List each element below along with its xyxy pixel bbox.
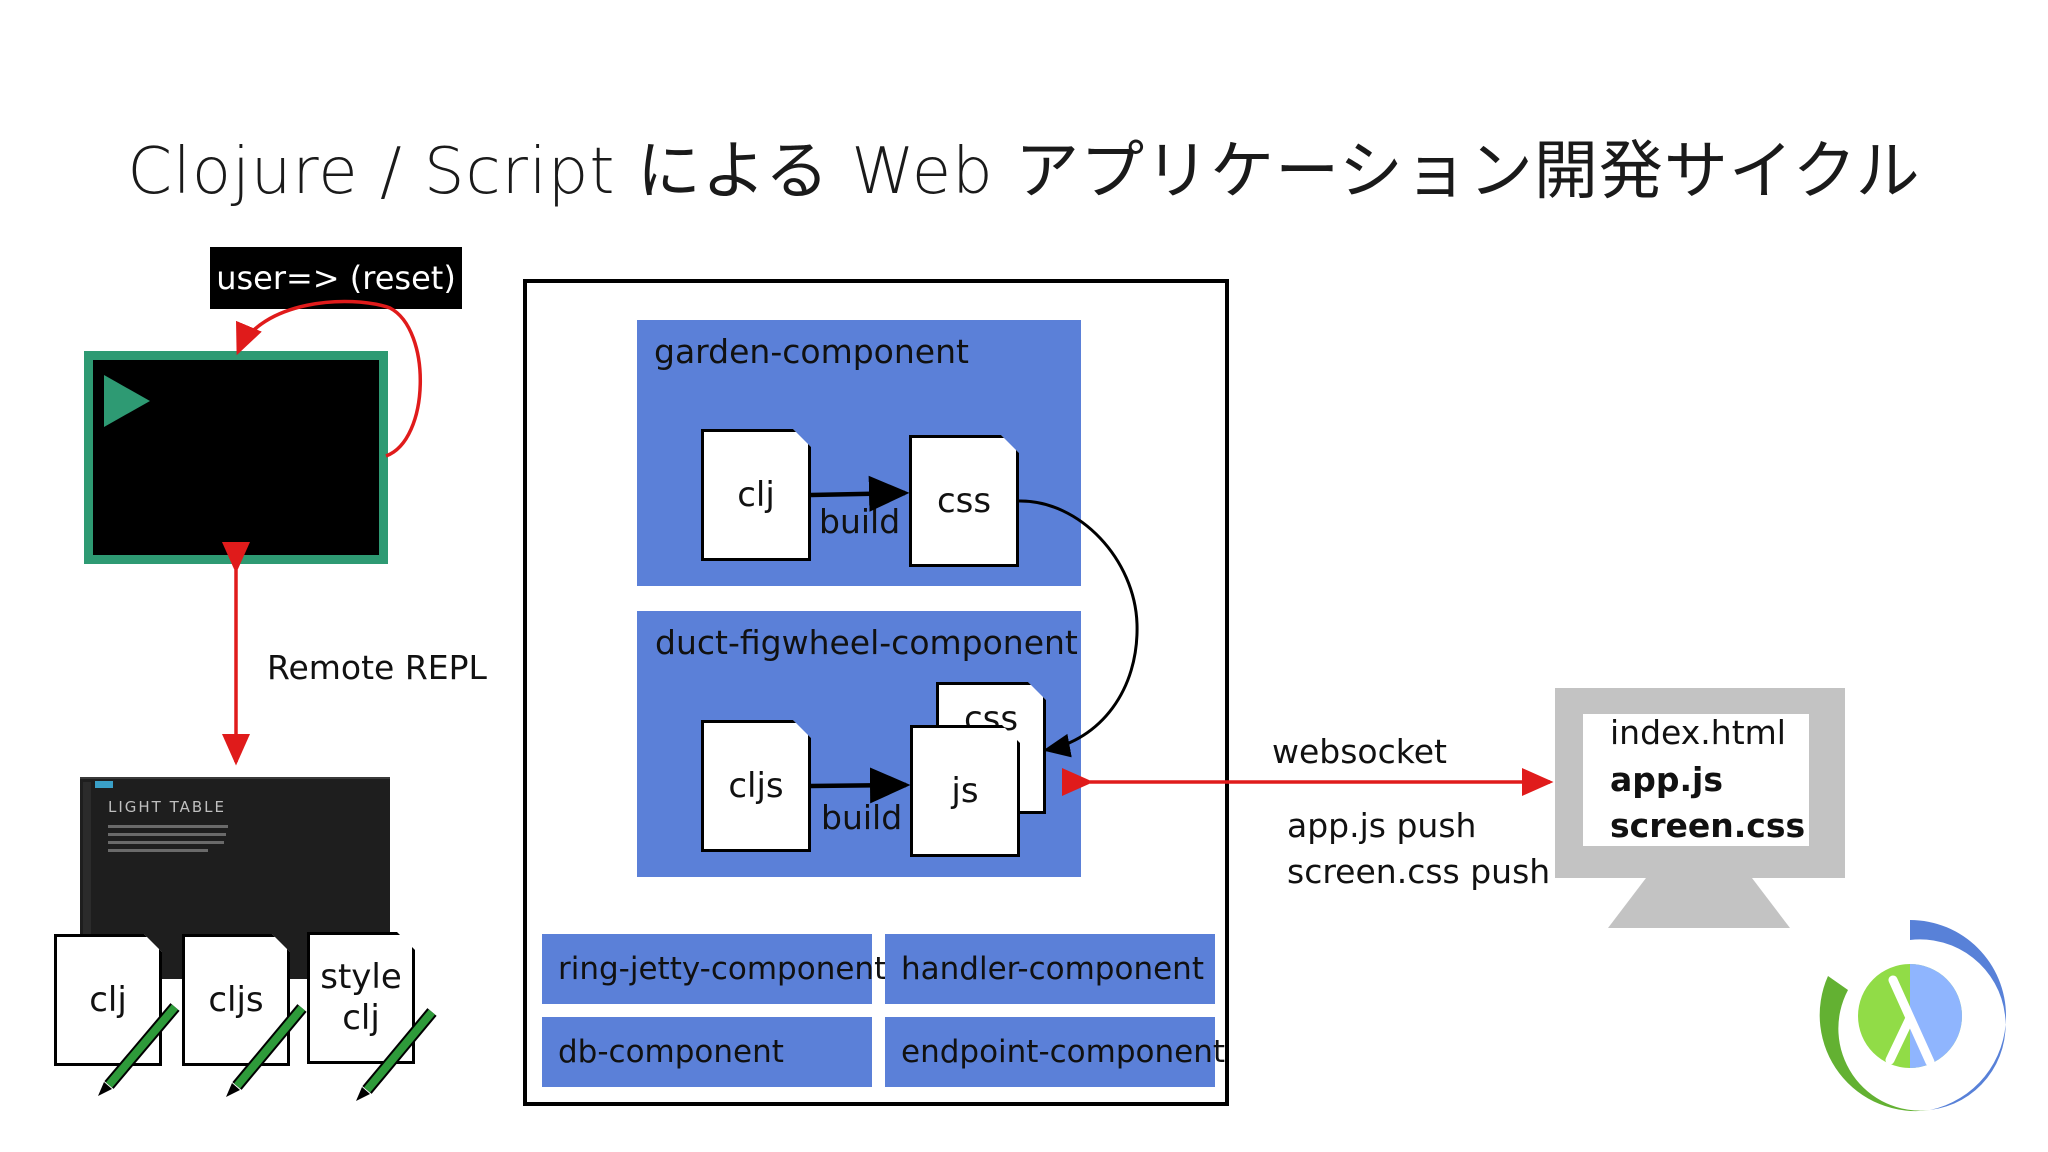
figwheel-js-doc: js <box>910 725 1020 857</box>
ring-jetty-component: ring-jetty-component <box>542 934 886 1004</box>
figwheel-build-label: build <box>821 798 903 837</box>
garden-component-label: garden-component <box>654 332 969 371</box>
repl-command: user=> (reset) <box>210 247 462 309</box>
browser-file-js: app.js <box>1610 760 1724 799</box>
browser-file-css: screen.css <box>1610 806 1806 845</box>
editor-file-style-clj: style clj <box>307 932 415 1064</box>
light-table-logo: LIGHT TABLE <box>108 798 226 816</box>
garden-source-doc: clj <box>701 429 811 561</box>
play-icon <box>104 375 150 427</box>
figwheel-component-label: duct-figwheel-component <box>655 623 1078 662</box>
figwheel-source-doc: cljs <box>701 720 811 852</box>
file-label: style <box>320 957 402 998</box>
editor-text-line <box>108 825 228 828</box>
light-table-sidebar <box>83 782 91 942</box>
pencil-icon <box>356 1008 437 1101</box>
monitor-stand <box>1608 878 1790 928</box>
file-label: cljs <box>208 979 264 1020</box>
pencil-icon <box>98 1003 180 1096</box>
file-label: clj <box>89 979 127 1020</box>
figwheel-build-arrow <box>810 767 911 804</box>
slide-title: Clojure / Script による Web アプリケーション開発サイクル <box>127 135 1921 209</box>
light-table-tab <box>95 781 113 788</box>
browser-file-html: index.html <box>1610 713 1786 752</box>
editor-text-line <box>108 833 226 836</box>
reset-loop-arrow <box>236 299 423 458</box>
file-label: css <box>936 480 992 521</box>
editor-text-line <box>108 849 208 852</box>
garden-output-doc: css <box>909 435 1019 567</box>
file-label: cljs <box>728 765 784 806</box>
file-label: clj <box>737 474 775 515</box>
editor-file-clj: clj <box>54 934 162 1066</box>
endpoint-component: endpoint-component <box>885 1017 1225 1087</box>
handler-component: handler-component <box>885 934 1215 1004</box>
push-label-2: screen.css push <box>1287 852 1551 891</box>
css-transfer-arrow <box>1018 499 1139 758</box>
pencil-icon <box>226 1004 307 1097</box>
remote-repl-label: Remote REPL <box>267 648 487 687</box>
db-component: db-component <box>542 1017 872 1087</box>
browser-screen <box>1583 714 1809 846</box>
push-label-1: app.js push <box>1287 806 1477 845</box>
file-label: js <box>951 770 979 811</box>
file-label: clj <box>342 998 380 1038</box>
garden-build-arrow <box>810 475 910 512</box>
editor-text-line <box>108 841 224 844</box>
clojure-logo <box>1814 920 2007 1112</box>
websocket-label: websocket <box>1272 732 1447 771</box>
